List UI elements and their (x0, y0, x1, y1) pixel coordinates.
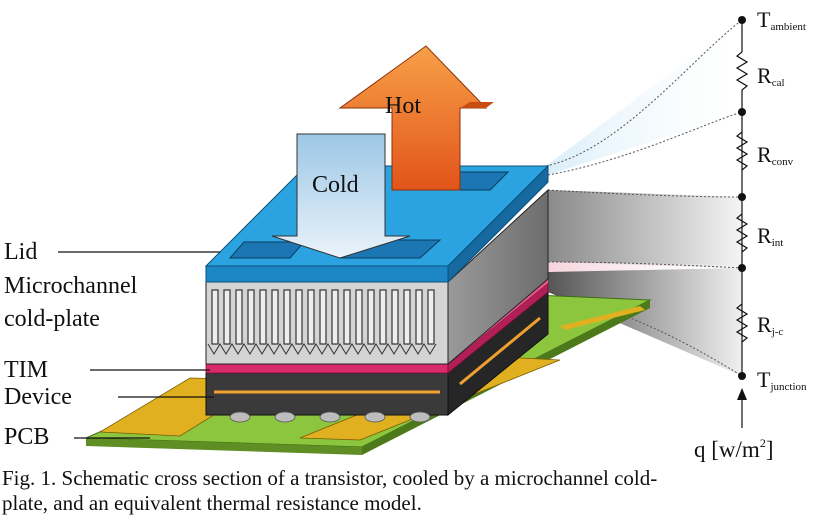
resistor-r-cal: Rcal (757, 63, 785, 90)
resistor-r-conv: Rconv (757, 142, 794, 169)
cold-arrow (271, 133, 411, 259)
cold-label: Cold (312, 172, 359, 198)
fan-device (548, 268, 742, 376)
thermal-fan-group (545, 19, 743, 377)
coldplate-layer (205, 188, 549, 366)
node-t-junction: Tjunction (757, 367, 807, 394)
pcb-trace (560, 306, 645, 330)
fan-border-4 (547, 261, 743, 269)
fan-border-5 (547, 291, 743, 377)
fan-lid (546, 20, 742, 175)
resistor-network (735, 20, 749, 428)
heat-flux-arrowhead (737, 388, 747, 400)
caption-line-2: plate, and an equivalent thermal resista… (2, 491, 422, 515)
label-leaders (58, 251, 220, 439)
microchannel-fins (211, 289, 435, 345)
fan-coldplate (548, 190, 742, 268)
resistor-r-int: Rint (757, 223, 784, 250)
fan-border-3 (547, 189, 743, 198)
caption-line-1: Fig. 1. Schematic cross section of a tra… (2, 466, 658, 490)
hot-arrow (338, 45, 494, 191)
fan-border-2 (547, 111, 743, 176)
figure-caption: Fig. 1. Schematic cross section of a tra… (2, 466, 828, 516)
resistor-r-j-c: Rj-c (757, 312, 784, 339)
solder-bumps (229, 411, 431, 423)
fan-border-1 (545, 19, 743, 167)
label-device: Device (4, 384, 72, 410)
label-lid: Lid (4, 239, 38, 265)
node-t-ambient: Tambient (757, 7, 806, 34)
label-cold-plate: cold-plate (4, 306, 100, 332)
label-tim: TIM (4, 357, 48, 383)
heat-flux-label: q [w/m2] (694, 436, 774, 462)
device-side-line (459, 316, 541, 386)
fan-tim (548, 262, 742, 272)
network-nodes (738, 16, 746, 380)
hot-label: Hot (385, 93, 421, 119)
label-microchannel: Microchannel (4, 273, 138, 299)
label-pcb: PCB (4, 424, 50, 450)
